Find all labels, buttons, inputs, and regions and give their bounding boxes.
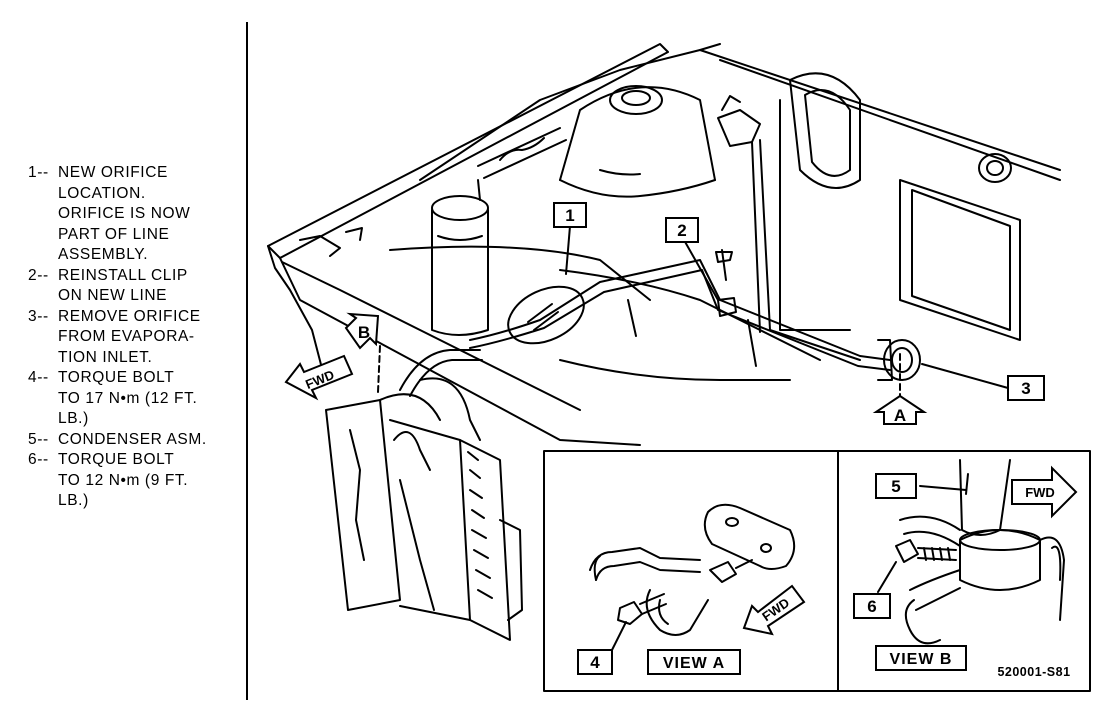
leader-line-2 <box>683 239 719 301</box>
fwd-arrow-view-a: FWD <box>742 584 806 636</box>
callout-5-label: 5 <box>891 477 900 496</box>
legend-item-text: NEW ORIFICE LOCATION. ORIFICE IS NOW PAR… <box>58 164 191 263</box>
arrow-a-label: A <box>894 406 906 425</box>
view-b-panel <box>837 450 1091 692</box>
leader-line-3 <box>921 363 1009 389</box>
arrow-a: A <box>872 394 928 425</box>
callout-5: 5 <box>875 473 917 499</box>
fwd-arrow-view-b-label: FWD <box>1025 485 1055 500</box>
legend-item-number: 2-- <box>28 266 49 284</box>
callout-4-label: 4 <box>590 653 600 672</box>
legend-item-text: TORQUE BOLT TO 12 N•m (9 FT. LB.) <box>58 451 189 509</box>
fwd-arrow-view-b: FWD <box>1011 465 1078 519</box>
legend-item-number: 1-- <box>28 164 49 181</box>
callout-2-label: 2 <box>677 221 686 240</box>
arrow-b-stem <box>377 345 381 393</box>
legend-item-1: 1-- NEW ORIFICE LOCATION. ORIFICE IS NOW… <box>28 163 238 266</box>
view-b-label-text: VIEW B <box>890 651 953 668</box>
legend-item-5: 5-- CONDENSER ASM. <box>28 430 238 451</box>
arrow-b: B <box>344 312 380 350</box>
fwd-arrow-main: FWD <box>284 354 354 401</box>
leader-line-1 <box>565 225 571 275</box>
view-b-label: VIEW B <box>875 645 967 671</box>
arrow-b-label: B <box>358 323 370 342</box>
callout-6: 6 <box>853 593 891 619</box>
legend-item-6: 6-- TORQUE BOLT TO 12 N•m (9 FT. LB.) <box>28 450 238 512</box>
legend-item-text: CONDENSER ASM. <box>58 430 207 448</box>
callout-3: 3 <box>1007 375 1045 401</box>
callout-3-label: 3 <box>1021 379 1030 398</box>
callout-1-label: 1 <box>565 206 574 225</box>
legend-item-2: 2-- REINSTALL CLIP ON NEW LINE <box>28 266 238 307</box>
legend-item-text: TORQUE BOLT TO 17 N•m (12 FT. LB.) <box>58 369 198 427</box>
legend: 1-- NEW ORIFICE LOCATION. ORIFICE IS NOW… <box>28 163 238 512</box>
callout-1: 1 <box>553 202 587 228</box>
legend-item-text: REINSTALL CLIP ON NEW LINE <box>58 266 188 305</box>
legend-item-number: 4-- <box>28 369 49 386</box>
legend-item-number: 3-- <box>28 307 49 325</box>
legend-item-number: 5-- <box>28 430 49 448</box>
callout-2: 2 <box>665 217 699 243</box>
callout-4: 4 <box>577 649 613 675</box>
view-a-label-text: VIEW A <box>663 655 725 672</box>
callout-6-label: 6 <box>867 597 876 616</box>
legend-divider <box>246 22 248 700</box>
legend-item-3: 3-- REMOVE ORIFICE FROM EVAPORA- TION IN… <box>28 307 238 369</box>
engine-compartment-drawing <box>267 43 1061 641</box>
legend-item-text: REMOVE ORIFICE FROM EVAPORA- TION INLET. <box>58 307 201 366</box>
figure-code: 520001-S81 <box>997 665 1070 679</box>
view-a-label: VIEW A <box>647 649 741 675</box>
legend-item-number: 6-- <box>28 451 49 468</box>
legend-item-4: 4-- TORQUE BOLT TO 17 N•m (12 FT. LB.) <box>28 368 238 430</box>
